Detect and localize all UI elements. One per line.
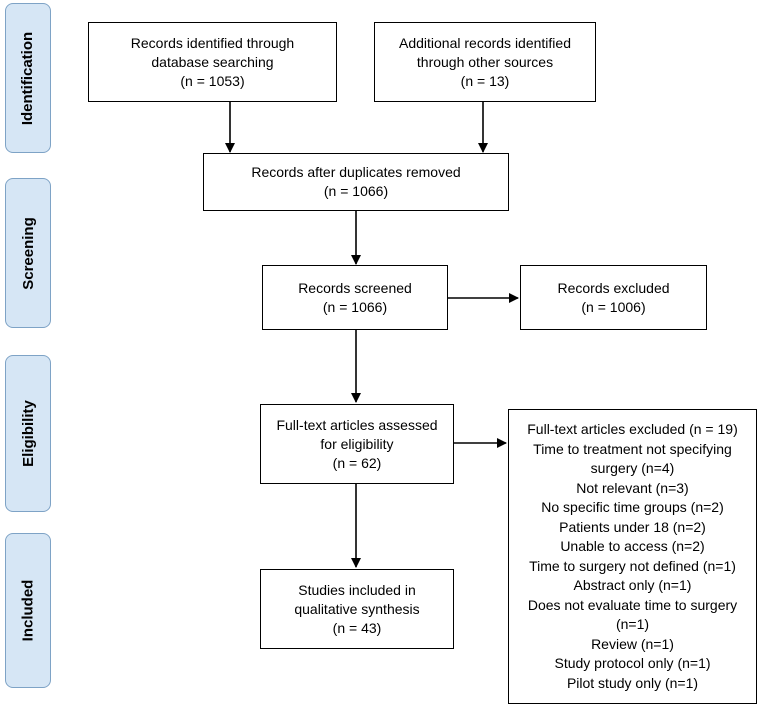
text-line: Unable to access (n=2) xyxy=(560,538,705,554)
text-line: Records identified through xyxy=(130,34,295,51)
box-studies-included: Studies included in qualitative synthesi… xyxy=(260,569,454,649)
text-line: Full-text articles assessed xyxy=(276,416,438,433)
text-line: Records after duplicates removed xyxy=(251,164,461,180)
stage-identification: Identification xyxy=(5,3,51,153)
text-line: (n=1) xyxy=(615,616,650,632)
text-line: Not relevant (n=3) xyxy=(576,479,689,496)
text-line: (n = 1066) xyxy=(323,183,389,199)
text-line: (n = 62) xyxy=(332,454,382,471)
box-full-text-assessed: Full-text articles assessed for eligibil… xyxy=(260,404,454,484)
stage-included: Included xyxy=(5,533,51,688)
text-line: Pilot study only (n=1) xyxy=(566,674,699,691)
box-records-excluded: Records excluded (n = 1006) xyxy=(520,265,707,330)
text-line: Patients under 18 (n=2) xyxy=(559,518,706,535)
text-line: Does not evaluate time to surgery xyxy=(527,596,738,613)
text-line: Abstract only (n=1) xyxy=(573,577,692,593)
box-after-duplicates: Records after duplicates removed (n = 10… xyxy=(203,153,509,211)
text-line: (n = 13) xyxy=(460,72,510,89)
text-line: Full-text articles excluded (n = 19) xyxy=(527,421,738,437)
text-line: (n = 43) xyxy=(332,619,382,636)
text-line: database searching xyxy=(151,53,274,70)
text-line: Studies included in xyxy=(298,581,416,598)
text-line: Time to treatment not specifying xyxy=(533,440,732,457)
text-line: (n = 1066) xyxy=(322,298,388,315)
text-line: No specific time groups (n=2) xyxy=(541,499,724,515)
text-line: Records screened xyxy=(298,279,412,296)
text-line: Review (n=1) xyxy=(591,635,674,652)
text-line: for eligibility xyxy=(320,435,394,452)
text-line: through other sources xyxy=(416,53,554,70)
text-line: Additional records identified xyxy=(399,34,571,51)
text-line: Time to surgery not defined (n=1) xyxy=(529,557,736,574)
text-line: Study protocol only (n=1) xyxy=(554,655,711,671)
text-line: (n = 1006) xyxy=(581,298,646,315)
box-database-searching: Records identified through database sear… xyxy=(88,22,337,102)
stage-eligibility: Eligibility xyxy=(5,355,51,512)
stage-screening: Screening xyxy=(5,178,51,328)
text-line: qualitative synthesis xyxy=(294,600,420,617)
box-other-sources: Additional records identified through ot… xyxy=(374,22,596,102)
text-line: surgery (n=4) xyxy=(590,460,675,476)
box-records-screened: Records screened (n = 1066) xyxy=(262,265,448,330)
text-line: (n = 1053) xyxy=(180,72,245,89)
text-line: Records excluded xyxy=(557,279,670,296)
box-full-text-excluded: Full-text articles excluded (n = 19) Tim… xyxy=(508,409,757,704)
